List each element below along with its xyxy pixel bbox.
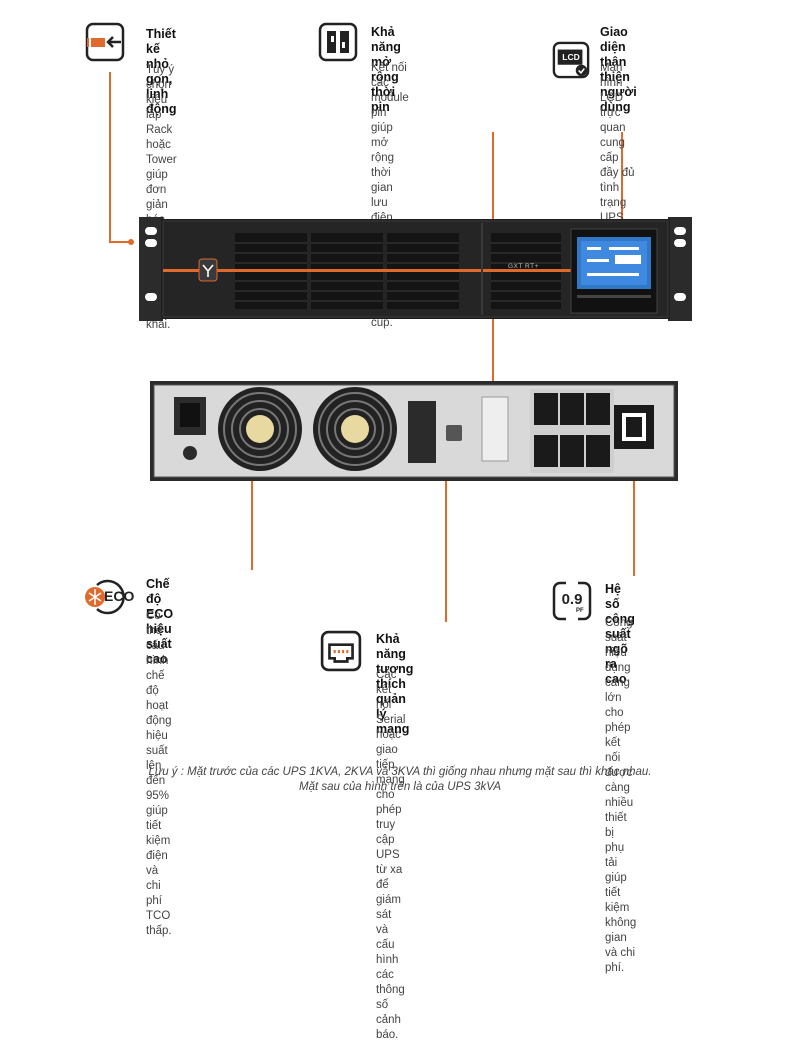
feature-battery-title: Khả năng mở rộng thời pin [371,25,401,114]
power-factor-icon-unit: PF [576,608,584,614]
feature-pf-desc: Công suất hiệu dụng càng lớn cho phép kế… [605,617,637,974]
compact-connector-dot [128,239,134,245]
footnote-line-1: Lưu ý : Mặt trước của các UPS 1KVA, 2KVA… [148,766,652,778]
network-port-icon [320,630,362,672]
feature-network-title: Khả năng tương thích quản lý mạng [376,632,414,736]
ups-front-panel [139,217,692,321]
lcd-icon-label: LCD [562,52,580,62]
feature-network-desc: Các kết nối Serial hoặc giao tiếp mạng c… [376,669,406,1041]
battery-module-icon [318,22,358,62]
ups-rear-panel [150,381,678,481]
power-factor-icon-value: 0.9 [561,591,583,608]
feature-eco-title: Chế độ ECO hiệu suất cao [146,577,174,666]
pf-connector [633,476,635,576]
lcd-icon: LCD [552,41,590,79]
feature-pf-title: Hệ số công suất ngõ ra cao [605,582,635,686]
rack-arrow-icon [85,22,125,62]
compact-connector-horizontal [109,241,131,243]
footnote-line-2: Mặt sau của hình trên là của UPS 3kVA [298,781,501,793]
compact-connector-vertical [109,72,111,242]
eco-icon: ECO [83,577,135,617]
eco-icon-label: ECO [104,588,135,604]
footnote: Lưu ý : Mặt trước của các UPS 1KVA, 2KVA… [0,765,800,795]
ups-model-label: GXT RT+ [508,263,539,270]
network-connector [445,440,447,622]
feature-compact-title: Thiết kế nhỏ gọn, linh động [146,27,177,116]
feature-lcd-title: Giao diện thân thiện người dùng [600,25,637,114]
eco-connector [251,458,253,570]
lcd-connector [621,132,623,242]
power-factor-icon: 0.9 PF [552,581,592,621]
